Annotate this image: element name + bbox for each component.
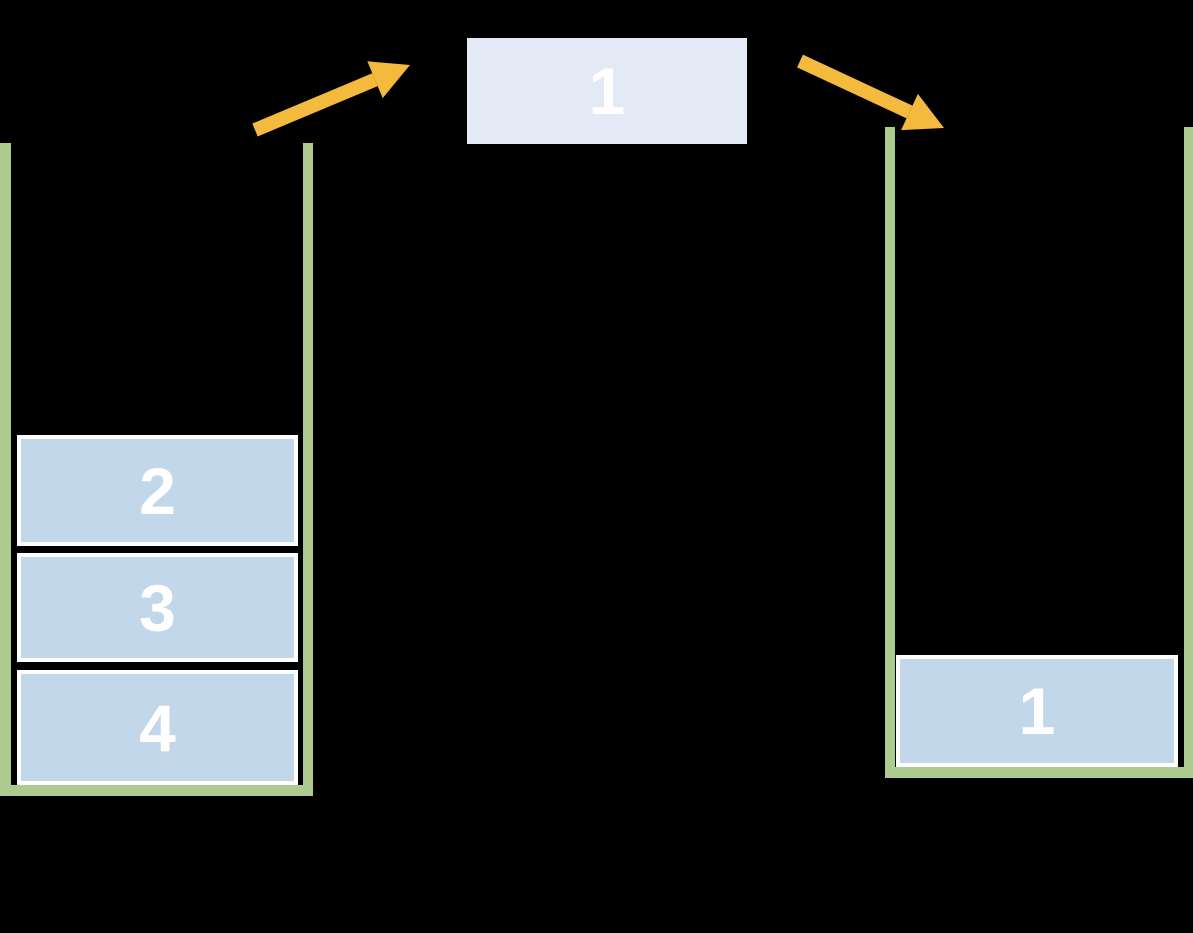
- arrow-down-right-icon: [797, 54, 944, 131]
- stack-block-label: 4: [139, 690, 176, 765]
- right-stack-bottom-wall: [885, 767, 1193, 778]
- moving-block-label: 1: [588, 54, 626, 128]
- stack-block-label: 2: [139, 453, 176, 528]
- left-stack-bottom-wall: [0, 785, 313, 796]
- left-stack: 2 3 4: [0, 143, 313, 796]
- left-stack-left-wall: [0, 143, 11, 796]
- right-stack-left-wall: [885, 127, 895, 778]
- stack-block: 4: [17, 670, 298, 785]
- arrow-up-right-icon: [252, 61, 410, 137]
- stack-block: 1: [896, 655, 1178, 767]
- right-stack-right-wall: [1184, 127, 1193, 778]
- right-stack: 1: [885, 127, 1193, 778]
- left-stack-right-wall: [303, 143, 313, 796]
- stack-block: 2: [17, 435, 298, 546]
- moving-block: 1: [467, 38, 747, 144]
- stack-block-label: 3: [139, 570, 176, 645]
- stack-block-label: 1: [1018, 674, 1056, 748]
- stack-block: 3: [17, 553, 298, 662]
